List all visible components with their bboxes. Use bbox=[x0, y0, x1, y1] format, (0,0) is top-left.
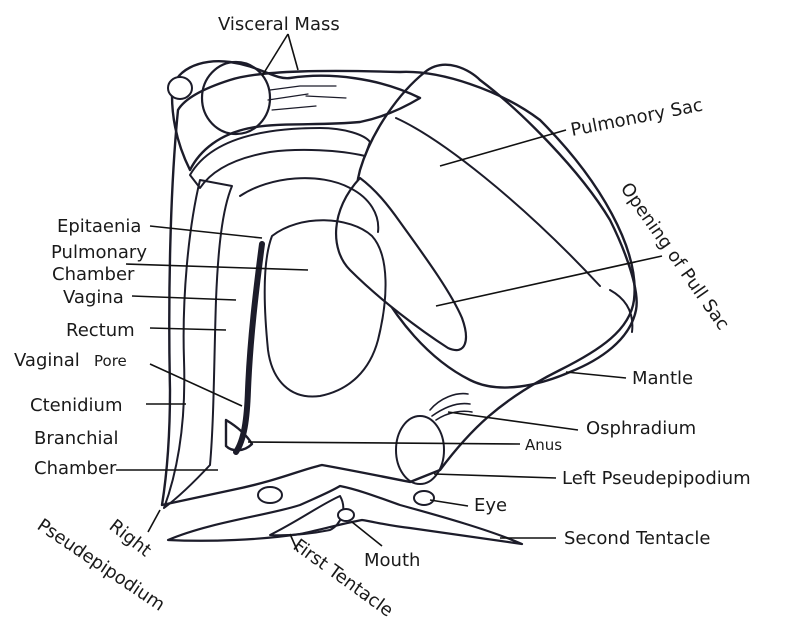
label-osphradium: Osphradium bbox=[586, 418, 696, 439]
mouth-shape bbox=[338, 509, 354, 521]
label-second-tentacle: Second Tentacle bbox=[564, 528, 710, 549]
leader-opening bbox=[436, 256, 662, 306]
label-first-tentacle: First Tentacle bbox=[289, 535, 397, 621]
label-epitaenia: Epitaenia bbox=[57, 216, 141, 237]
label-mouth: Mouth bbox=[364, 550, 420, 571]
sac-opening-lobe bbox=[336, 178, 466, 350]
leader-mantle bbox=[566, 372, 626, 378]
label-visceral-mass: Visceral Mass bbox=[218, 14, 340, 35]
visceral-coil bbox=[202, 62, 270, 134]
visceral-hatching bbox=[268, 86, 346, 110]
osphradium-shape bbox=[430, 394, 472, 420]
leader-mouth bbox=[352, 522, 382, 546]
label-branchial: Branchial bbox=[34, 428, 119, 449]
leader-vaginal-pore bbox=[150, 364, 242, 406]
label-vaginal: Vaginal bbox=[14, 350, 80, 371]
vagina-duct bbox=[236, 244, 262, 452]
leader-eye bbox=[430, 500, 468, 506]
label-pore: Pore bbox=[94, 352, 127, 370]
label-ctenidium: Ctenidium bbox=[30, 395, 122, 416]
label-rectum: Rectum bbox=[66, 320, 135, 341]
label-opening-of-pull-sac: Opening of Pull Sac bbox=[616, 179, 733, 334]
label-pulmonory-sac: Pulmonory Sac bbox=[569, 95, 705, 141]
leader-osphradium bbox=[448, 412, 578, 430]
right-eye bbox=[414, 491, 434, 505]
leader-visceral-a bbox=[262, 34, 288, 76]
label-branchial-chamber: Chamber bbox=[34, 458, 117, 479]
label-vagina: Vagina bbox=[63, 287, 124, 308]
leader-anus bbox=[248, 442, 520, 444]
label-chamber: Chamber bbox=[52, 264, 135, 285]
left-eye bbox=[258, 487, 282, 503]
leader-pulmonory-sac bbox=[440, 130, 566, 166]
label-left-pseudepipodium: Left Pseudepipodium bbox=[562, 468, 751, 489]
leader-left-pseud bbox=[434, 474, 556, 478]
label-anus: Anus bbox=[525, 436, 562, 454]
leader-visceral-b bbox=[288, 34, 298, 70]
label-pulmonary: Pulmonary bbox=[51, 242, 147, 263]
apex-whorl bbox=[168, 77, 192, 99]
leader-right-pseud bbox=[148, 510, 160, 532]
rectum-tube bbox=[190, 128, 370, 188]
label-mantle: Mantle bbox=[632, 368, 693, 389]
label-right: Right bbox=[105, 515, 155, 561]
leader-epitaenia bbox=[150, 226, 262, 238]
label-eye: Eye bbox=[474, 495, 507, 516]
